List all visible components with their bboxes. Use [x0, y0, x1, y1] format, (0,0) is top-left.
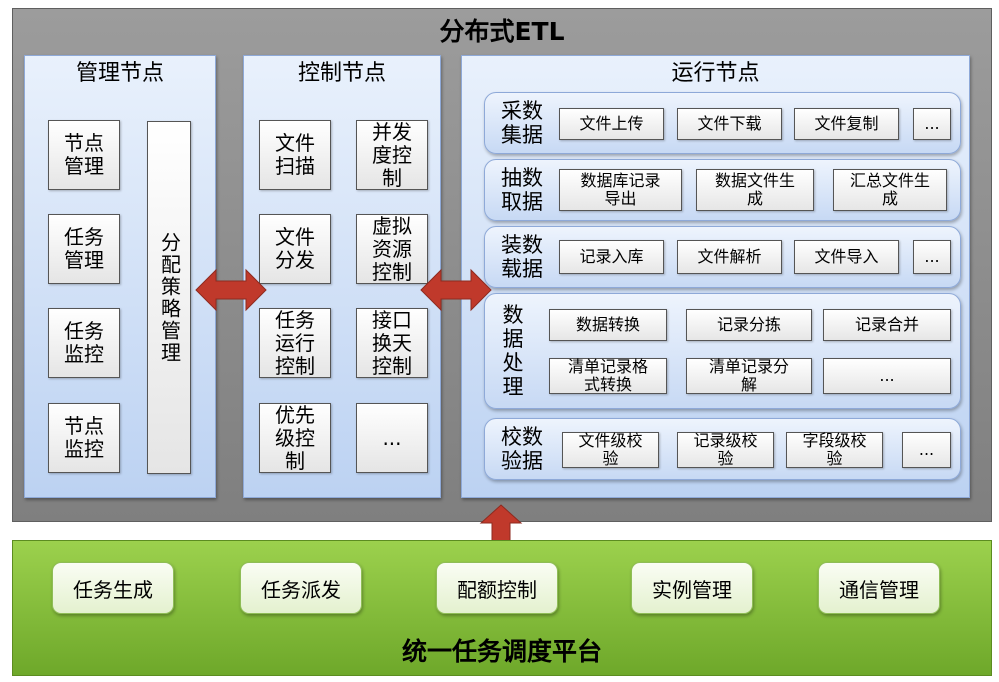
runtime-file-download: 文件下载: [677, 108, 782, 140]
control-task-run: 任务运行控制: [259, 308, 331, 378]
control-priority: 优先级控制: [259, 403, 331, 473]
etl-title: 分布式ETL: [439, 17, 565, 46]
platform-task-generate: 任务生成: [52, 562, 174, 614]
runtime-row-extract-label: 抽数取据: [501, 166, 543, 214]
runtime-file-import: 文件导入: [794, 240, 899, 274]
management-node-manage: 节点管理: [48, 120, 120, 190]
runtime-file-parse: 文件解析: [677, 240, 782, 274]
control-file-dispatch: 文件分发: [259, 214, 331, 284]
runtime-load-more: ...: [913, 240, 951, 274]
runtime-field-verify: 字段级校验: [786, 432, 883, 468]
runtime-process-more: ...: [823, 358, 951, 394]
management-task-monitor: 任务监控: [48, 308, 120, 378]
runtime-record-sort: 记录分拣: [686, 309, 812, 341]
control-title: 控制节点: [297, 61, 386, 86]
runtime-row-load-label: 装数载据: [501, 233, 543, 281]
runtime-file-upload: 文件上传: [559, 108, 664, 140]
control-virtual-resource: 虚拟资源控制: [356, 214, 428, 284]
runtime-title: 运行节点: [671, 61, 760, 86]
management-strategy: 分配策略管理: [147, 121, 191, 474]
runtime-row-collect-label: 采数集据: [501, 99, 543, 147]
control-concurrency: 并发度控制: [356, 120, 428, 190]
double-arrow-control-runtime: [420, 268, 492, 312]
management-node-monitor: 节点监控: [48, 403, 120, 473]
platform-title: 统一任务调度平台: [401, 637, 602, 666]
platform-task-dispatch: 任务派发: [240, 562, 362, 614]
double-arrow-management-control: [195, 268, 267, 312]
runtime-row-process-label: 数据处理: [502, 303, 524, 399]
management-task-manage: 任务管理: [48, 214, 120, 284]
runtime-bill-split: 清单记录分解: [686, 358, 812, 394]
runtime-db-export: 数据库记录导出: [559, 169, 682, 211]
runtime-bill-format: 清单记录格式转换: [549, 358, 667, 394]
runtime-record-verify: 记录级校验: [677, 432, 774, 468]
control-interface-day: 接口换天控制: [356, 308, 428, 378]
runtime-file-copy: 文件复制: [794, 108, 899, 140]
control-file-scan: 文件扫描: [259, 120, 331, 190]
platform-instance-manage: 实例管理: [631, 562, 753, 614]
runtime-datafile-gen: 数据文件生成: [696, 169, 814, 211]
runtime-record-merge: 记录合并: [823, 309, 951, 341]
management-title: 管理节点: [75, 61, 164, 86]
runtime-record-load: 记录入库: [559, 240, 664, 274]
platform-quota-control: 配额控制: [436, 562, 558, 614]
runtime-collect-more: ...: [913, 108, 951, 140]
runtime-data-convert: 数据转换: [549, 309, 667, 341]
runtime-summary-gen: 汇总文件生成: [833, 169, 947, 211]
platform-comm-manage: 通信管理: [818, 562, 940, 614]
runtime-row-verify-label: 校数验据: [501, 425, 543, 473]
control-more: ...: [356, 403, 428, 473]
runtime-verify-more: ...: [902, 432, 951, 468]
runtime-file-verify: 文件级校验: [562, 432, 659, 468]
